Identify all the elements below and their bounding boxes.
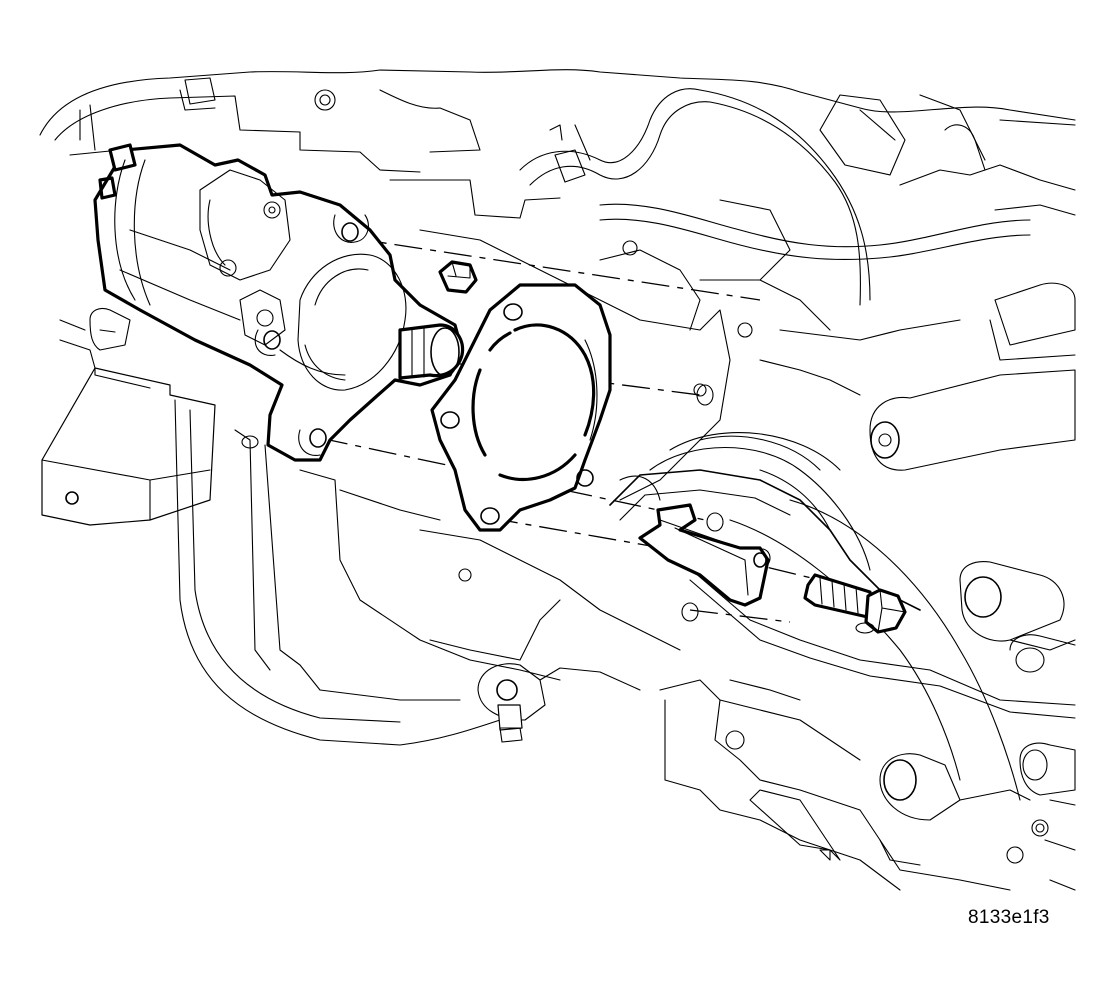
figure-id-label: 8133e1f3 <box>968 907 1050 928</box>
hex-nut <box>438 260 478 294</box>
engine-mount-bracket <box>41 307 681 746</box>
wire-harness-bracket <box>638 503 770 607</box>
starter-mounting-bolt <box>803 573 907 634</box>
starter-motor <box>93 143 465 462</box>
starter-adapter-plate <box>430 283 612 532</box>
engine-block-background <box>39 69 1076 891</box>
